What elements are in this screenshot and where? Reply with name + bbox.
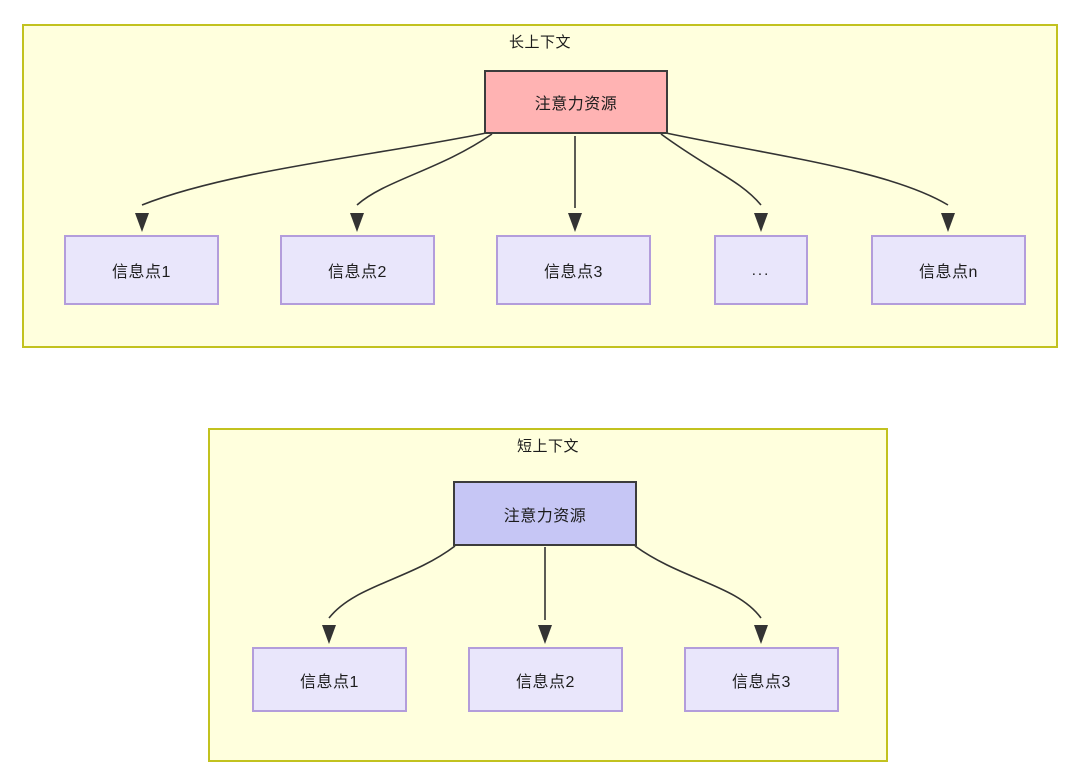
node-info-point-long-n-label: 信息点n	[919, 264, 978, 281]
node-info-point-long-n[interactable]: 信息点n	[871, 235, 1026, 305]
node-info-point-long-1[interactable]: 信息点1	[64, 235, 219, 305]
group-short-context-title: 短上下文	[516, 438, 579, 455]
node-info-point-long-ellipsis-label: ...	[751, 261, 771, 279]
node-attention-resource-short-label: 注意力资源	[503, 507, 587, 525]
node-info-point-short-3-label: 信息点3	[732, 673, 791, 691]
node-attention-resource-short[interactable]: 注意力资源	[453, 481, 637, 546]
node-info-point-short-1[interactable]: 信息点1	[252, 647, 407, 712]
node-info-point-short-1-label: 信息点1	[300, 673, 359, 691]
node-attention-resource-long-label: 注意力资源	[534, 96, 618, 113]
node-info-point-short-2[interactable]: 信息点2	[468, 647, 623, 712]
node-info-point-long-3-label: 信息点3	[544, 264, 603, 281]
node-info-point-long-2[interactable]: 信息点2	[280, 235, 435, 305]
node-info-point-long-ellipsis[interactable]: ...	[714, 235, 808, 305]
group-long-context-title: 长上下文	[508, 34, 571, 51]
node-info-point-short-3[interactable]: 信息点3	[684, 647, 839, 712]
node-info-point-short-2-label: 信息点2	[516, 673, 575, 691]
node-attention-resource-long[interactable]: 注意力资源	[484, 70, 668, 134]
node-info-point-long-1-label: 信息点1	[112, 264, 171, 281]
node-info-point-long-2-label: 信息点2	[328, 264, 387, 281]
node-info-point-long-3[interactable]: 信息点3	[496, 235, 651, 305]
